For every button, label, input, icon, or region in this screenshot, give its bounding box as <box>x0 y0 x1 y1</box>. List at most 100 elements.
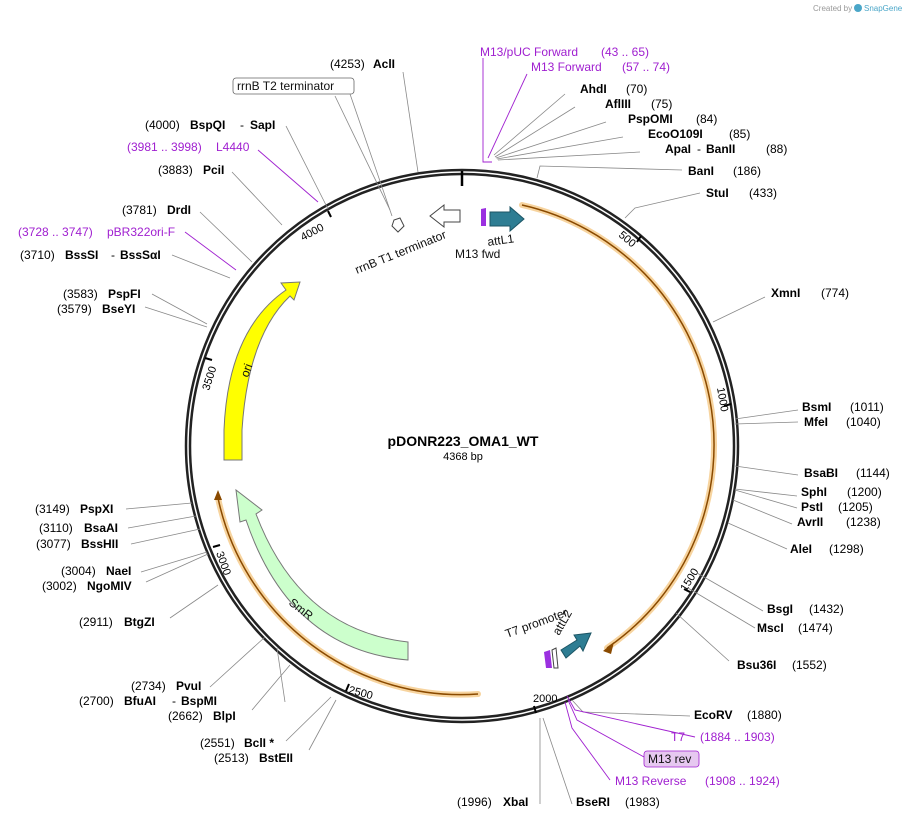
svg-text:rrnB T2 terminator: rrnB T2 terminator <box>237 79 334 93</box>
svg-text:(1884 .. 1903): (1884 .. 1903) <box>700 730 775 744</box>
orf-arrowhead-right <box>603 642 614 654</box>
enzyme-xbai: (1996) XbaI <box>457 795 528 809</box>
enzyme-pspomi: PspOMI (84) <box>628 112 717 126</box>
primer-m13-forward: M13 Forward (57 .. 74) <box>531 60 670 74</box>
svg-text:BseRI: BseRI <box>576 795 610 809</box>
svg-text:(3077): (3077) <box>36 537 71 551</box>
enzyme-bsaai: (3110) BsaAI <box>39 521 118 535</box>
enzyme-btgzi: (2911) BtgZI <box>79 615 155 629</box>
svg-text:-: - <box>172 694 176 708</box>
plasmid-length: 4368 bp <box>443 451 483 463</box>
svg-text:(2513): (2513) <box>214 751 249 765</box>
svg-text:(1432): (1432) <box>809 602 844 616</box>
svg-text:3500: 3500 <box>200 365 219 392</box>
rrnb-t2-label-box: rrnB T2 terminator <box>232 77 393 217</box>
enzyme-mfei: MfeI (1040) <box>804 415 881 429</box>
orf-arc-left <box>217 497 479 696</box>
svg-text:(2911): (2911) <box>79 615 113 629</box>
svg-text:AleI: AleI <box>790 542 812 556</box>
svg-text:BstEII: BstEII <box>259 751 293 765</box>
svg-text:(88): (88) <box>766 142 787 156</box>
svg-text:BspQI: BspQI <box>190 118 225 132</box>
enzyme-stui: StuI (433) <box>706 186 777 200</box>
svg-text:BclI *: BclI * <box>244 736 274 750</box>
svg-text:(1238): (1238) <box>846 515 881 529</box>
svg-text:BsmI: BsmI <box>802 400 831 414</box>
svg-text:PciI: PciI <box>203 163 224 177</box>
rrnb-t1-feature <box>429 203 461 229</box>
svg-text:BssSαI: BssSαI <box>120 248 161 262</box>
svg-text:(3781): (3781) <box>122 203 157 217</box>
svg-text:500: 500 <box>616 229 638 250</box>
enzyme-acli: (4253) AclI <box>330 57 395 71</box>
attl1-label: attL1 <box>486 231 515 249</box>
svg-text:SphI: SphI <box>801 485 827 499</box>
svg-text:DrdI: DrdI <box>167 203 191 217</box>
enzyme-bsgi: BsgI (1432) <box>767 602 844 616</box>
svg-text:SapI: SapI <box>250 118 275 132</box>
svg-text:(2662): (2662) <box>168 709 203 723</box>
enzyme-bspqi-sapi: (4000) BspQI - SapI <box>145 118 275 132</box>
svg-text:PstI: PstI <box>801 500 823 514</box>
primer-l4440: (3981 .. 3998) L4440 <box>127 140 250 154</box>
enzyme-naei: (3004) NaeI <box>61 564 131 578</box>
svg-text:EcoO109I: EcoO109I <box>648 127 703 141</box>
enzyme-ngomiv: (3002) NgoMIV <box>42 579 132 593</box>
enzyme-drdi: (3781) DrdI <box>122 203 191 217</box>
svg-text:BtgZI: BtgZI <box>124 615 155 629</box>
primer-leaders <box>184 58 696 781</box>
plasmid-name: pDONR223_OMA1_WT <box>388 433 539 449</box>
svg-text:AhdI: AhdI <box>580 82 607 96</box>
primer-m13-reverse: M13 Reverse (1908 .. 1924) <box>615 774 780 788</box>
credit-brand: SnapGene <box>864 4 903 13</box>
svg-text:PvuI: PvuI <box>176 679 201 693</box>
svg-text:(186): (186) <box>733 164 761 178</box>
enzyme-psti: PstI (1205) <box>801 500 873 514</box>
svg-text:(3883): (3883) <box>158 163 193 177</box>
enzyme-leaders <box>125 71 799 805</box>
svg-text:(1996): (1996) <box>457 795 492 809</box>
svg-text:(75): (75) <box>651 97 672 111</box>
svg-text:(84): (84) <box>696 112 717 126</box>
svg-text:(3579): (3579) <box>57 302 92 316</box>
enzyme-bsteii: (2513) BstEII <box>214 751 293 765</box>
svg-text:BanI: BanI <box>688 164 714 178</box>
snapgene-logo-icon <box>854 4 862 12</box>
svg-text:(3002): (3002) <box>42 579 77 593</box>
svg-text:BsaAI: BsaAI <box>84 521 118 535</box>
svg-text:MfeI: MfeI <box>804 415 828 429</box>
enzyme-pspfi: (3583) PspFI <box>63 287 141 301</box>
enzyme-pcii: (3883) PciI <box>158 163 224 177</box>
enzyme-alei: AleI (1298) <box>790 542 864 556</box>
svg-text:(3004): (3004) <box>61 564 96 578</box>
svg-text:PspOMI: PspOMI <box>628 112 673 126</box>
svg-text:(2700): (2700) <box>79 694 114 708</box>
svg-text:(4000): (4000) <box>145 118 180 132</box>
svg-text:(3728 .. 3747): (3728 .. 3747) <box>18 225 93 239</box>
svg-text:PspFI: PspFI <box>108 287 141 301</box>
svg-text:pBR322ori-F: pBR322ori-F <box>107 225 175 239</box>
backbone-outer-ring <box>184 168 740 724</box>
orf-arrowhead-left <box>214 490 222 500</box>
svg-text:-: - <box>697 142 701 156</box>
enzyme-bsabi: BsaBI (1144) <box>804 466 890 480</box>
svg-text:(4253): (4253) <box>330 57 365 71</box>
svg-text:M13 rev: M13 rev <box>648 752 691 766</box>
enzyme-avrii: AvrII (1238) <box>797 515 881 529</box>
svg-text:(1040): (1040) <box>846 415 881 429</box>
enzyme-pvui: (2734) PvuI <box>131 679 201 693</box>
svg-text:(1552): (1552) <box>792 658 827 672</box>
enzyme-bfuai-bspmi: (2700) BfuAI - BspMI <box>79 694 217 708</box>
svg-text:(1983): (1983) <box>625 795 660 809</box>
enzyme-bsssi-bsssai: (3710) BssSI - BssSαI <box>20 248 161 262</box>
svg-text:T7: T7 <box>671 730 685 744</box>
t7-primer-feature <box>544 650 552 668</box>
svg-text:(57 .. 74): (57 .. 74) <box>622 60 670 74</box>
svg-text:AvrII: AvrII <box>797 515 823 529</box>
rrnb-t2-feature <box>391 217 405 233</box>
enzyme-xmni: XmnI (774) <box>771 286 849 300</box>
attl2-feature <box>560 632 592 659</box>
svg-text:(1474): (1474) <box>798 621 833 635</box>
svg-text:XmnI: XmnI <box>771 286 800 300</box>
